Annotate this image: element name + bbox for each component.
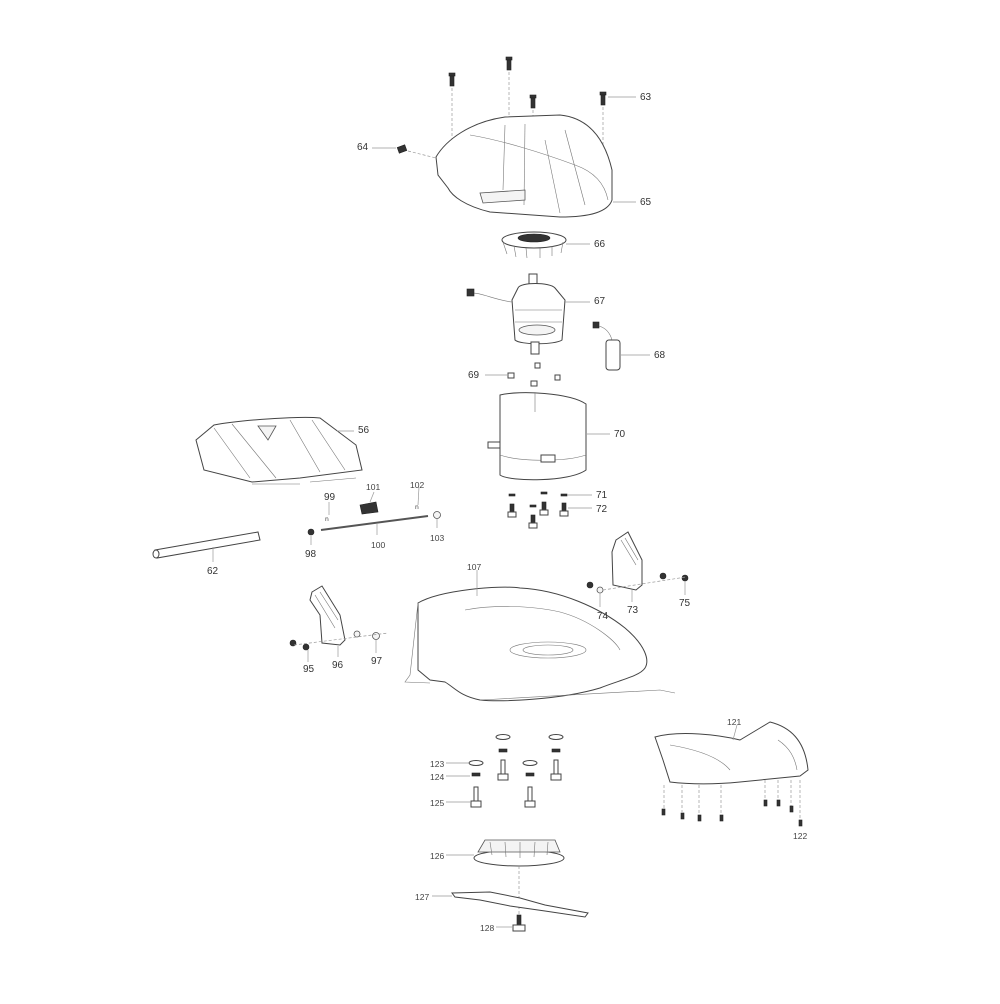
capacitor-68: [592, 321, 650, 371]
callout-103: 103: [430, 533, 445, 543]
callout-125: 125: [430, 798, 445, 808]
motor-housing-70: [487, 392, 610, 481]
callout-124: 124: [430, 772, 445, 782]
bracket-96: [289, 585, 389, 662]
callout-128: 128: [480, 923, 495, 933]
chute-cover-56: [195, 416, 363, 485]
callout-126: 126: [430, 851, 445, 861]
spacers-69: [485, 362, 561, 387]
axle-assembly: n n: [307, 486, 441, 545]
motor-cover-65: [435, 114, 636, 218]
bracket-73: [586, 531, 689, 607]
svg-text:n: n: [415, 504, 419, 511]
callout-122: 122: [793, 831, 808, 841]
callout-96: 96: [332, 660, 344, 671]
callout-68: 68: [654, 350, 666, 361]
blade-adapter-126: [446, 839, 565, 915]
callout-97: 97: [371, 656, 383, 667]
callout-74: 74: [597, 611, 609, 622]
rear-flap-121: [654, 721, 809, 827]
clip-64: [372, 144, 437, 159]
motor-67: [466, 273, 590, 355]
callout-98: 98: [305, 549, 317, 560]
callout-63: 63: [640, 92, 652, 103]
callout-95: 95: [303, 664, 315, 675]
mower-deck-107: [404, 570, 676, 702]
fan-66: [501, 231, 590, 259]
blade-bolt-128: [496, 914, 526, 932]
callout-72: 72: [596, 504, 608, 515]
callout-102: 102: [410, 480, 425, 490]
callout-121: 121: [727, 717, 742, 727]
callout-123: 123: [430, 759, 445, 769]
callout-73: 73: [627, 605, 639, 616]
callout-101: 101: [366, 482, 381, 492]
callout-127: 127: [415, 892, 430, 902]
blade-127: [432, 891, 589, 918]
callout-107: 107: [467, 562, 482, 572]
callout-71: 71: [596, 490, 608, 501]
callout-67: 67: [594, 296, 606, 307]
callout-99: 99: [324, 492, 336, 503]
callout-69: 69: [468, 370, 480, 381]
blade-bolts-123-125: [446, 734, 564, 808]
callout-65: 65: [640, 197, 652, 208]
callout-62: 62: [207, 566, 219, 577]
callout-75: 75: [679, 598, 691, 609]
svg-text:n: n: [325, 516, 329, 523]
callout-56: 56: [358, 425, 370, 436]
rod-62: [152, 531, 261, 562]
callout-66: 66: [594, 239, 606, 250]
callout-70: 70: [614, 429, 626, 440]
screws-71-72: [507, 491, 592, 529]
callout-64: 64: [357, 142, 369, 153]
callout-100: 100: [371, 540, 386, 550]
